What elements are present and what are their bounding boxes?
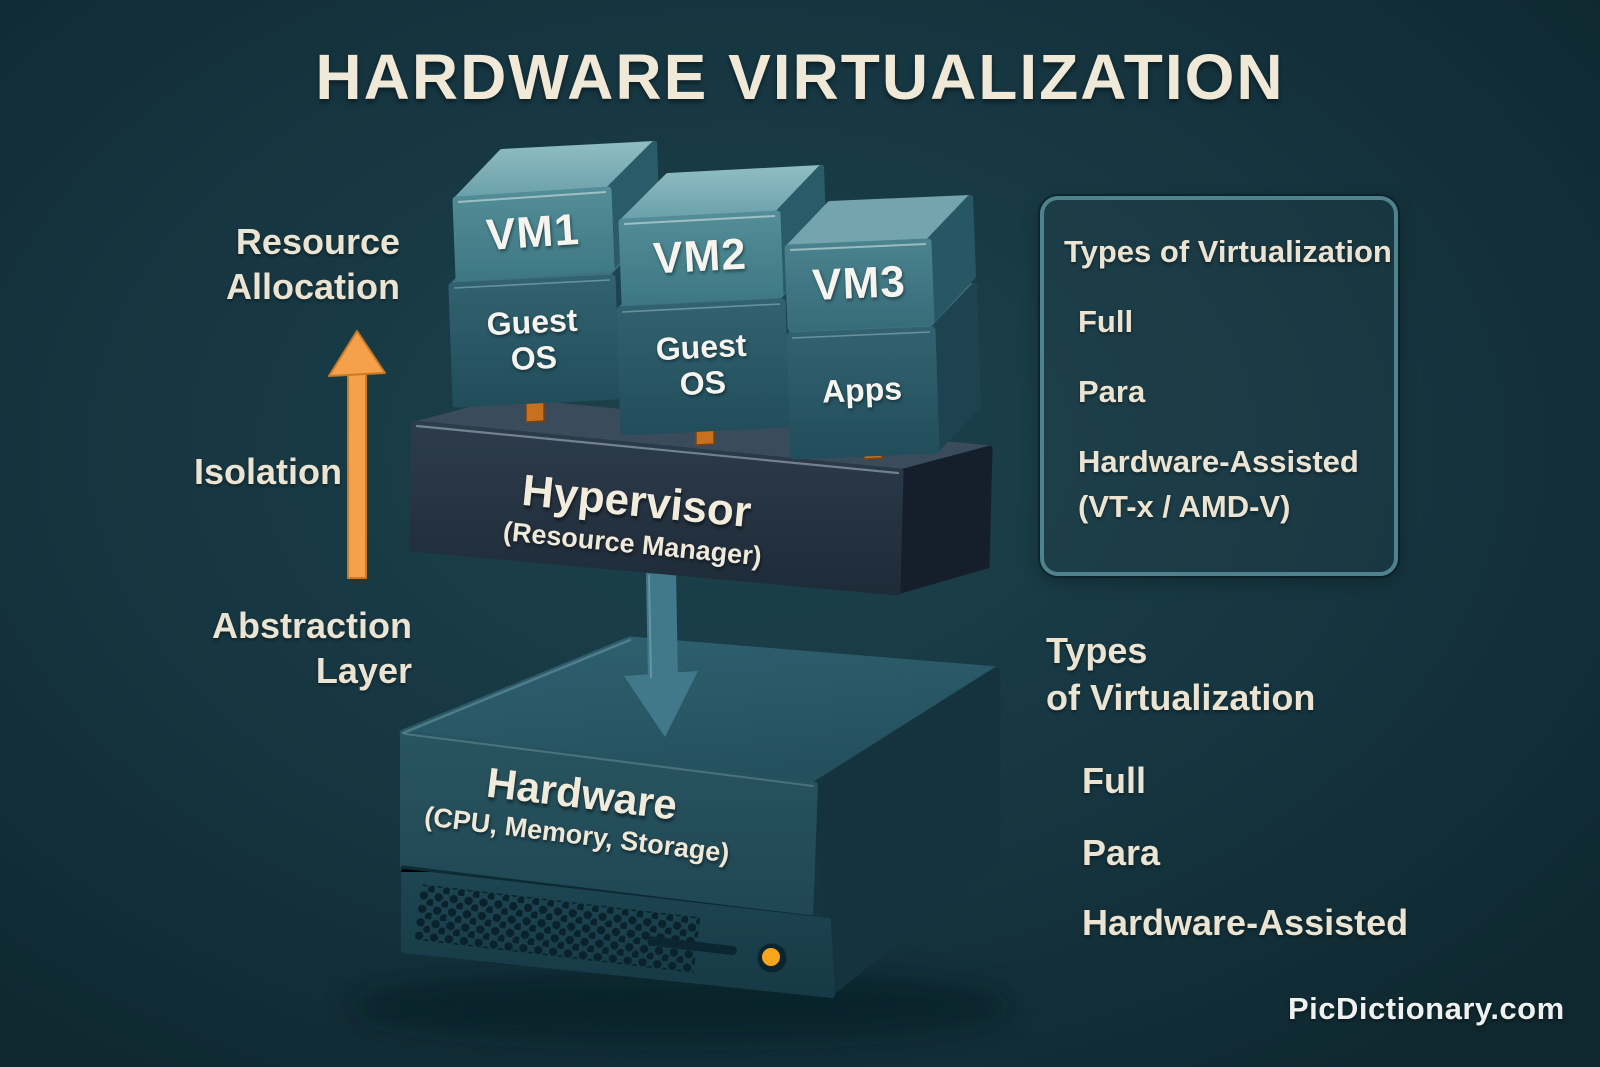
types-list-item-full: Full [1082, 760, 1146, 801]
vm1-guest-os-box: Guest OS [449, 278, 617, 404]
hardware-drive-bay [400, 865, 835, 998]
hardware-box [399, 636, 1001, 998]
vm3-label-box: VM3 [786, 241, 931, 327]
types-panel-title: Types of Virtualization [1064, 234, 1392, 269]
vm1-label: VM1 [484, 204, 582, 261]
power-led-icon [762, 948, 780, 966]
down-arrow-icon [624, 571, 698, 737]
types-panel-item-hardware-assisted: Hardware-Assisted [1078, 444, 1359, 479]
types-panel-item-vtx-amdv: (VT-x / AMD-V) [1078, 489, 1291, 524]
types-list-item-hardware-assisted: Hardware-Assisted [1082, 902, 1409, 943]
vm2-label-box: VM2 [620, 214, 780, 300]
vent-grid-icon [413, 884, 701, 974]
types-panel-item-para: Para [1078, 374, 1146, 409]
watermark: PicDictionary.com [1288, 991, 1565, 1026]
vm2-label: VM2 [652, 229, 748, 284]
vm1-stack [448, 141, 665, 408]
vm2-guest-os-box: Guest OS [617, 302, 787, 430]
vm1-guest-os-label: Guest OS [485, 301, 579, 378]
label-isolation: Isolation [193, 451, 342, 492]
vm3-apps-box: Apps [788, 329, 937, 453]
types-list-title: Types of Virtualization [1046, 630, 1316, 718]
hardware-ground-shadow [350, 970, 1010, 1042]
page-title: HARDWARE VIRTUALIZATION [315, 41, 1285, 113]
label-abstraction-layer: Abstraction Layer [211, 605, 412, 691]
drive-slot-icon [647, 936, 737, 956]
up-arrow-icon [328, 330, 386, 579]
types-of-virtualization-panel [1040, 196, 1398, 576]
vm3-stack [784, 195, 981, 460]
label-resource-allocation: Resource Allocation [225, 221, 400, 307]
vm1-label-box: VM1 [456, 191, 611, 275]
vm3-label: VM3 [811, 257, 907, 310]
vm2-guest-os-label: Guest OS [654, 327, 748, 403]
vm3-apps-label: Apps [821, 370, 903, 410]
types-list-item-para: Para [1082, 832, 1161, 873]
types-panel-item-full: Full [1078, 304, 1134, 339]
